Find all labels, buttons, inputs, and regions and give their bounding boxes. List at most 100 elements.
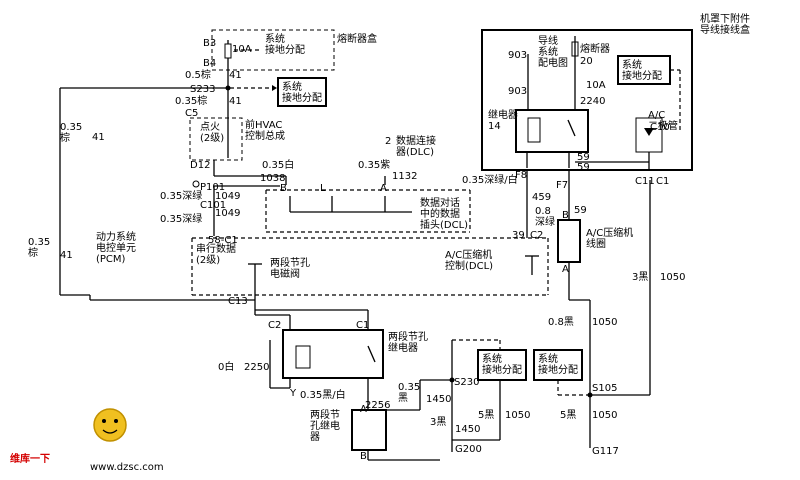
conn-c1b: C1 bbox=[656, 176, 669, 187]
wire-05-brown-num: 41 bbox=[229, 70, 242, 81]
dlc-pin-l: L bbox=[320, 183, 326, 194]
wire-08-black: 0.8黑 bbox=[548, 316, 574, 328]
wire-035-purple-num: 1132 bbox=[392, 171, 417, 182]
ground-box-2 bbox=[477, 349, 527, 381]
wire-2250: 2250 bbox=[244, 362, 269, 373]
conn-c101: C101 bbox=[200, 200, 226, 211]
fuse-block-title: 熔断器盒 bbox=[337, 32, 377, 45]
conn-d12: D12 bbox=[190, 160, 210, 171]
underhood-fuse-rating: 10A bbox=[586, 80, 606, 91]
splice-s230-label: S230 bbox=[454, 377, 479, 388]
dlc-pin-a: A bbox=[380, 183, 387, 194]
ground-box-3 bbox=[533, 349, 583, 381]
relay2-pin-c1: C1 bbox=[356, 320, 369, 331]
ac-coil-label: A/C压缩机线圈 bbox=[586, 226, 633, 250]
wire-1450-b: 1450 bbox=[455, 424, 480, 435]
conn-f8: F8 bbox=[515, 170, 527, 181]
watermark: 维库一下 www.dzsc.com bbox=[10, 408, 164, 473]
wire-035-dkgreen-num: 1049 bbox=[215, 191, 240, 202]
relay2-pin-c2: C2 bbox=[268, 320, 281, 331]
ignition-label: 点火(2级) bbox=[200, 121, 224, 144]
relay3-pin-a: A bbox=[360, 404, 367, 415]
wire-59: 59 bbox=[574, 205, 587, 216]
wire-59-b: 59 bbox=[577, 162, 590, 173]
wire-903-b: 903 bbox=[508, 86, 527, 97]
fuse-block-outline bbox=[211, 29, 335, 71]
ground-g117: G117 bbox=[592, 446, 619, 457]
ground-box-1 bbox=[277, 77, 327, 107]
wire-903-a: 903 bbox=[508, 50, 527, 61]
diode-symbol bbox=[644, 128, 654, 136]
conn-c5: C5 bbox=[185, 108, 198, 119]
wire-3-black-2: 3黑 bbox=[632, 271, 648, 283]
pcm-pin-58c1: 58-C1 bbox=[208, 235, 238, 246]
dlc-pin-b: B bbox=[280, 183, 287, 194]
conn-p101: P101 bbox=[200, 182, 225, 193]
fuse-element bbox=[224, 43, 232, 59]
ground-g200: G200 bbox=[455, 444, 482, 455]
fuse-block-ground: 系统接地分配 bbox=[265, 32, 305, 56]
wire-1050-d: 1050 bbox=[592, 410, 617, 421]
wire-035-brown: 0.35棕 bbox=[175, 94, 207, 107]
pcm-pin-c2: C2 bbox=[530, 230, 543, 241]
pcm-pin-39: 39 bbox=[512, 230, 525, 241]
conn-c10: C10 bbox=[650, 122, 670, 133]
wire-1050-b: 1050 bbox=[592, 317, 617, 328]
wire-5-black: 5黑 bbox=[478, 409, 494, 421]
hvac-module-outline bbox=[189, 117, 243, 161]
wire-left-num-a: 41 bbox=[92, 132, 105, 143]
underhood-fuse-label: 熔断器 bbox=[580, 42, 610, 55]
ground-box-2-label: 系统接地分配 bbox=[482, 352, 522, 376]
wire-035-dkgreen-wht: 0.35深绿/白 bbox=[462, 173, 518, 186]
solenoid-label: 两段节孔电磁阀 bbox=[270, 256, 310, 280]
wire-0-white: 0白 bbox=[218, 360, 234, 373]
serial-data-label: 串行数据(2级) bbox=[196, 242, 236, 266]
underhood-fuse-num: 20 bbox=[580, 56, 593, 67]
relay2-label: 两段节孔继电器 bbox=[388, 330, 428, 354]
watermark-brand: 维库一下 bbox=[10, 452, 50, 465]
conn-f7: F7 bbox=[556, 180, 568, 191]
wire-5-black-2: 5黑 bbox=[560, 409, 576, 421]
wire-035-purple: 0.35紫 bbox=[358, 159, 390, 171]
ac-coil-pin-b: B bbox=[562, 210, 569, 221]
wire-035-brown-num: 41 bbox=[229, 96, 242, 107]
wire-1450: 1450 bbox=[426, 394, 451, 405]
dlc-inner-label: 数据对话中的数据插头(DCL) bbox=[420, 196, 468, 231]
wire-035-white-num: 1038 bbox=[260, 173, 285, 184]
relay2-box bbox=[282, 329, 384, 379]
relay3-label: 两段节孔继电器 bbox=[310, 408, 340, 443]
relay14-coil bbox=[527, 117, 541, 143]
ground-box-4-label: 系统接地分配 bbox=[622, 58, 662, 82]
dlc-pin-2: 2 bbox=[385, 136, 391, 147]
mascot-icon bbox=[93, 408, 127, 442]
ground-box-4 bbox=[617, 55, 671, 85]
relay2-pin-y: Y bbox=[289, 388, 297, 399]
fuse-pin-b3: B3 bbox=[203, 38, 216, 49]
wire-59-a: 59 bbox=[577, 152, 590, 163]
pcm-label: 动力系统电控单元(PCM) bbox=[96, 230, 136, 265]
underhood-diagram-ref: 导线系统配电图 bbox=[538, 34, 568, 69]
wire-1050-a: 1050 bbox=[505, 410, 530, 421]
dlc-title: 数据连接器(DLC) bbox=[396, 134, 436, 158]
fuse-pin-b4: B4 bbox=[203, 58, 216, 69]
relay3-pin-b: B bbox=[360, 451, 367, 462]
wire-035-dkgreen-b: 0.35深绿 bbox=[160, 212, 202, 225]
ac-coil-box bbox=[557, 219, 581, 263]
ground-box-1-label: 系统接地分配 bbox=[282, 80, 322, 104]
relay2-coil bbox=[295, 345, 311, 369]
ac-coil-pin-a: A bbox=[562, 264, 569, 275]
fuse-rating: 10A bbox=[232, 44, 252, 55]
wire-2256: 2256 bbox=[365, 400, 390, 411]
wire-3-black: 3黑 bbox=[430, 416, 446, 428]
wire-459: 459 bbox=[532, 192, 551, 203]
relay3-box bbox=[351, 409, 387, 451]
wire-1050-c: 1050 bbox=[660, 272, 685, 283]
fuse-block: B3 B4 10A 系统接地分配 熔断器盒 bbox=[203, 29, 377, 71]
wire-05-brown: 0.5棕 bbox=[185, 68, 211, 81]
